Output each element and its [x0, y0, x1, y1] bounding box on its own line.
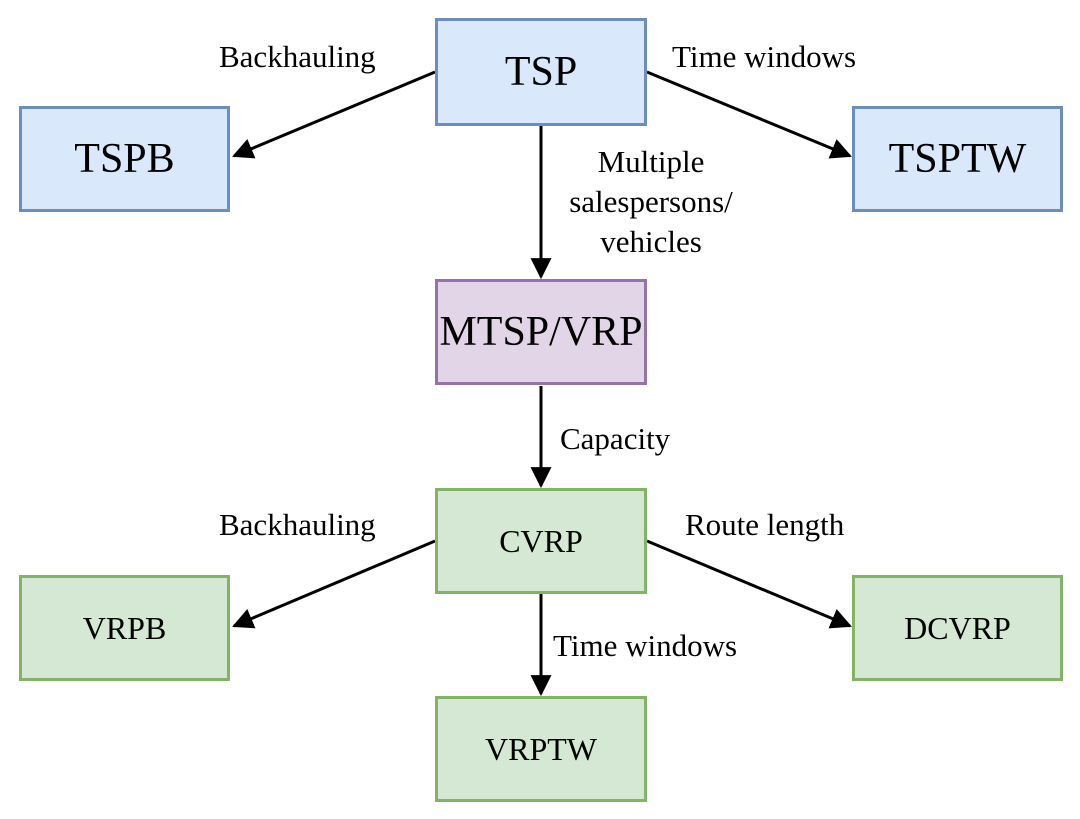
edge-tsp-tspb — [232, 70, 436, 159]
node-dcvrp: DCVRP — [852, 575, 1063, 681]
node-dcvrp-label: DCVRP — [904, 609, 1011, 646]
node-tspb: TSPB — [19, 106, 230, 212]
node-vrpb: VRPB — [19, 575, 230, 681]
edge-cvrp-vrpb — [232, 539, 436, 629]
node-mtsp-vrp-label: MTSP/VRP — [439, 309, 643, 355]
edge-label-cvrp-dcvrp: Route length — [685, 507, 845, 542]
edge-label-tsp-tsptw: Time windows — [672, 39, 857, 74]
node-vrptw-label: VRPTW — [485, 730, 597, 767]
edge-label-tsp-mtsp-line3: vehicles — [600, 224, 702, 259]
node-tspb-label: TSPB — [74, 136, 175, 182]
node-tsp: TSP — [435, 18, 647, 126]
node-tsptw: TSPTW — [852, 106, 1063, 212]
edge-label-cvrp-vrptw: Time windows — [553, 628, 738, 663]
edge-tsp-tsptw — [646, 70, 852, 159]
edge-label-cvrp-vrpb: Backhauling — [219, 507, 376, 542]
node-mtsp-vrp: MTSP/VRP — [435, 279, 647, 385]
node-cvrp: CVRP — [435, 488, 647, 594]
node-vrptw: VRPTW — [435, 696, 647, 802]
edge-cvrp-dcvrp — [646, 539, 852, 629]
edge-label-tsp-mtsp-line2: salespersons/ — [569, 184, 733, 219]
node-tsptw-label: TSPTW — [888, 136, 1027, 182]
edge-label-mtsp-cvrp: Capacity — [560, 421, 671, 456]
edge-label-tsp-tspb: Backhauling — [219, 39, 376, 74]
node-vrpb-label: VRPB — [82, 609, 167, 646]
edge-label-tsp-mtsp-line1: Multiple — [597, 144, 705, 179]
node-cvrp-label: CVRP — [499, 522, 583, 559]
node-tsp-label: TSP — [504, 49, 578, 95]
edge-label-tsp-mtsp: Multiple salespersons/ vehicles — [556, 142, 746, 262]
